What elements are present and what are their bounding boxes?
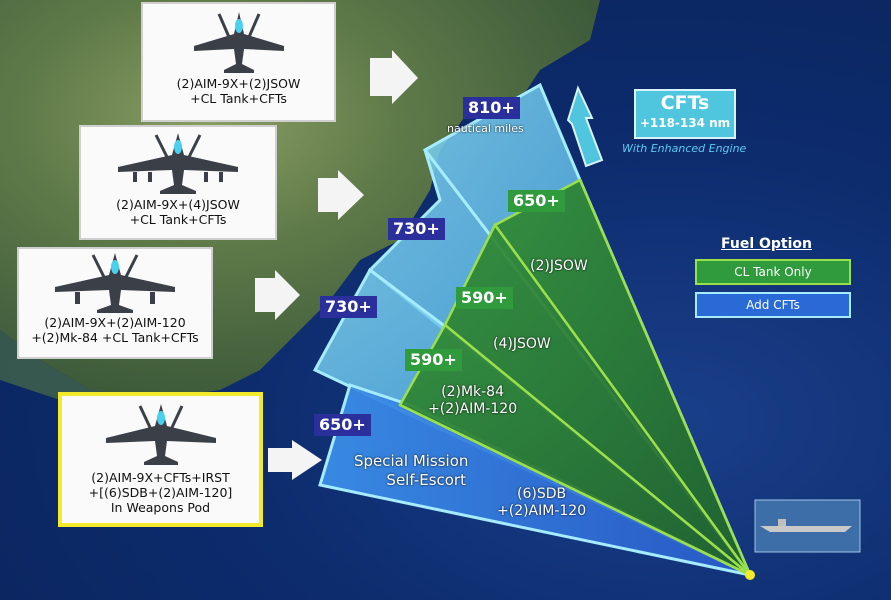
fighter-jet-icon [193, 12, 284, 73]
card-1-line-1: (2)AIM-9X+(2)JSOW [176, 76, 301, 91]
payload-sdb-line-1: (6)SDB [517, 486, 567, 502]
loadout-card-3: (2)AIM-9X+(2)AIM-120 +(2)Mk-84 +CL Tank+… [17, 247, 213, 359]
cfts-callout: CFTs +118-134 nm [634, 89, 736, 139]
loadout-card-2: (2)AIM-9X+(4)JSOW +CL Tank+CFTs [79, 125, 277, 240]
payload-label-jsow4: (4)JSOW [493, 336, 551, 352]
range-badge-590-top: 590+ [456, 287, 513, 309]
range-badge-590-mid: 590+ [405, 349, 462, 371]
legend-cfts-label: Add CFTs [746, 298, 800, 312]
cfts-range: +118-134 nm [639, 116, 731, 130]
range-badge-730-top: 730+ [388, 218, 445, 240]
cfts-note: With Enhanced Engine [622, 142, 747, 155]
payload-sdb-line-2: +(2)AIM-120 [497, 503, 587, 519]
arrow-3 [255, 270, 300, 320]
payload-mk84-line-2: +(2)AIM-120 [428, 401, 518, 417]
cfts-title: CFTs [660, 92, 710, 114]
origin-dot [745, 570, 755, 580]
payload-mk84-line-1: (2)Mk-84 [441, 384, 504, 400]
loadout-card-4: (2)AIM-9X+CFTs+IRST +[(6)SDB+(2)AIM-120]… [58, 392, 263, 527]
card-3-line-1: (2)AIM-9X+(2)AIM-120 [44, 315, 186, 330]
arrow-4 [268, 440, 322, 480]
range-badge-730-mid: 730+ [320, 296, 377, 318]
range-unit-label: nautical miles [447, 122, 524, 135]
card-3-line-2: +(2)Mk-84 +CL Tank+CFTs [31, 330, 199, 345]
payload-label-jsow2: (2)JSOW [530, 258, 588, 274]
fighter-jet-icon [55, 253, 175, 313]
card-4-line-3: In Weapons Pod [110, 500, 211, 515]
special-line-2: Self-Escort [386, 471, 466, 489]
legend-title: Fuel Option [721, 236, 812, 252]
legend-cl-tank-label: CL Tank Only [734, 265, 812, 279]
payload-label-sdb: (6)SDB +(2)AIM-120 [497, 486, 586, 520]
card-2-line-1: (2)AIM-9X+(4)JSOW [116, 197, 240, 212]
range-badge-650-green: 650+ [508, 190, 565, 212]
card-4-line-2: +[(6)SDB+(2)AIM-120] [88, 485, 233, 500]
fighter-jet-icon [118, 133, 238, 194]
card-4-line-1: (2)AIM-9X+CFTs+IRST [91, 470, 230, 485]
arrow-2 [318, 170, 364, 220]
arrow-1 [370, 50, 418, 104]
fighter-jet-icon [105, 404, 216, 465]
legend-cfts-box [695, 292, 851, 318]
payload-label-special-mission: Special Mission Self-Escort [354, 452, 468, 490]
cft-up-arrow [566, 85, 604, 168]
special-line-1: Special Mission [354, 452, 469, 470]
card-2-line-2: +CL Tank+CFTs [129, 212, 227, 227]
loadout-card-1: (2)AIM-9X+(2)JSOW +CL Tank+CFTs [141, 2, 336, 122]
payload-label-mk84: (2)Mk-84 +(2)AIM-120 [428, 384, 517, 418]
range-badge-810: 810+ [463, 97, 520, 119]
legend-cl-tank-box [695, 259, 851, 285]
range-badge-650-blue: 650+ [314, 414, 371, 436]
card-1-line-2: +CL Tank+CFTs [190, 91, 287, 106]
